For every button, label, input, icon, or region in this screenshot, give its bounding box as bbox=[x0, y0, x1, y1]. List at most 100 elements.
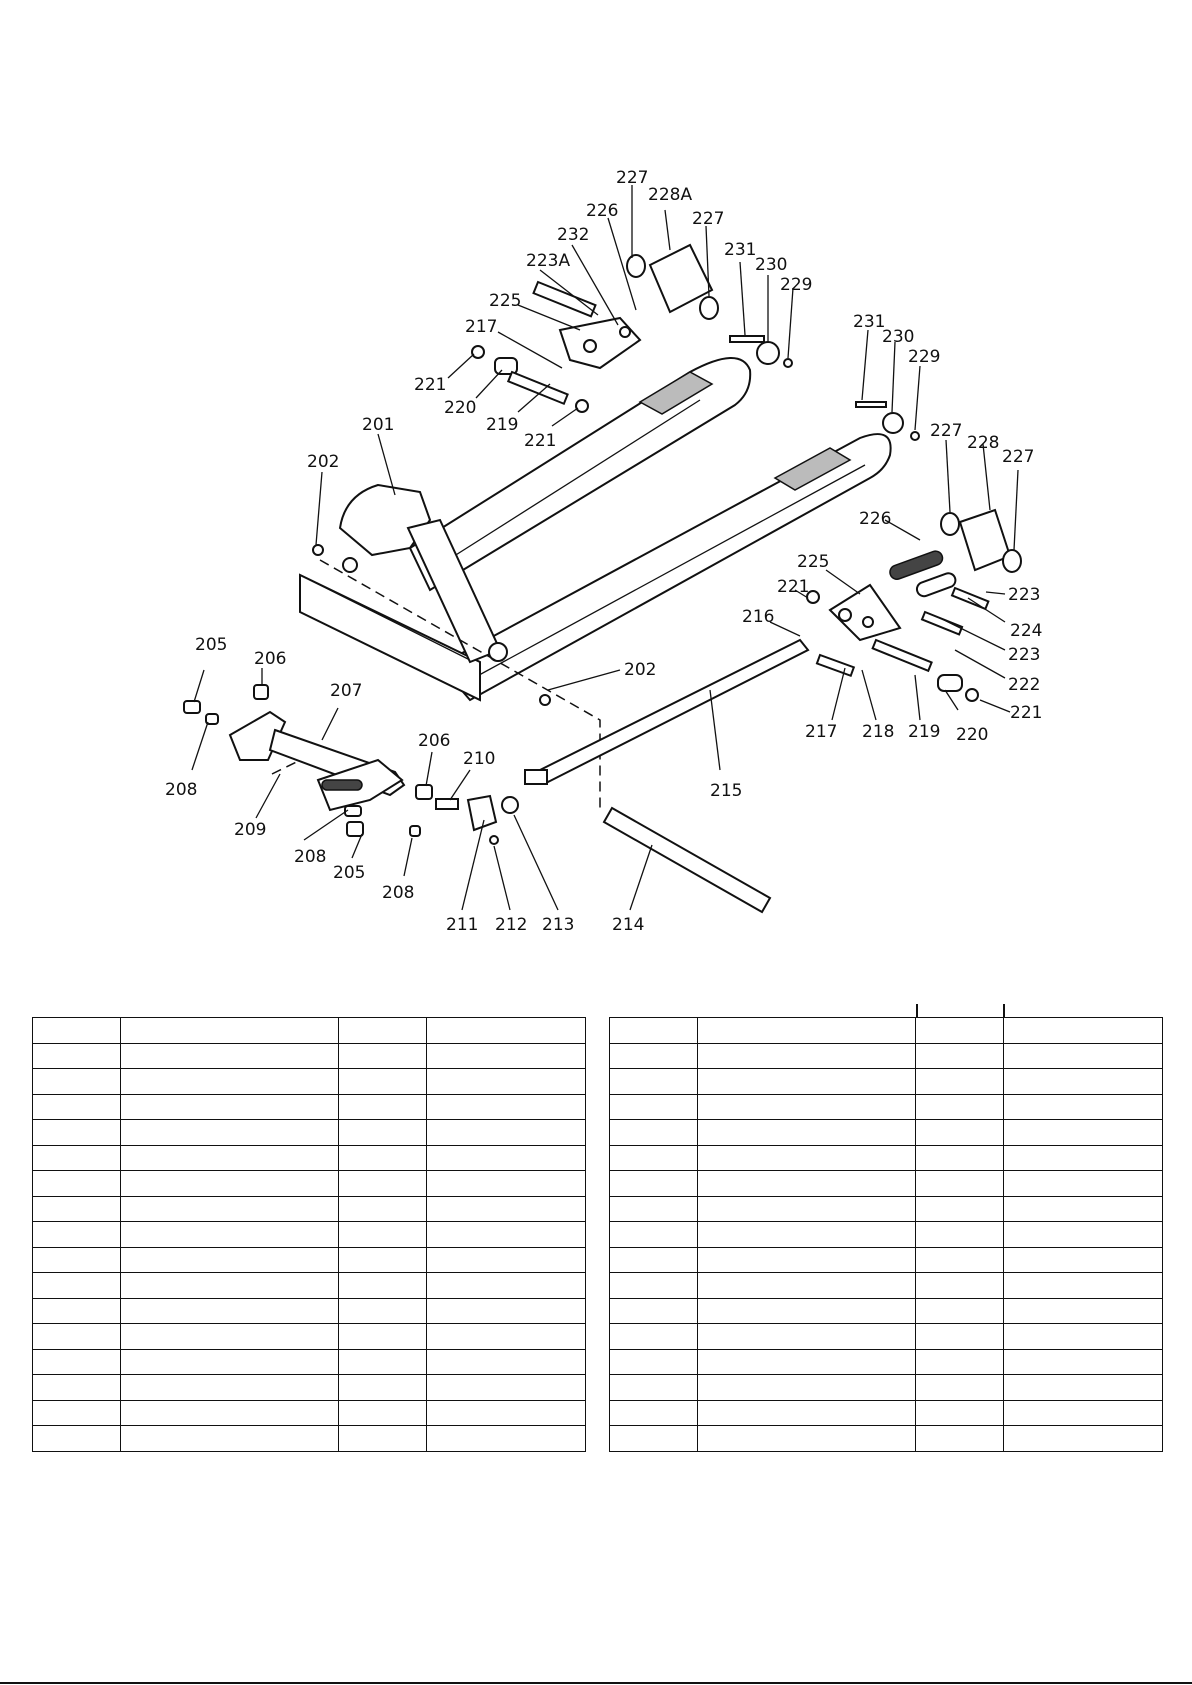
callout-226: 226 bbox=[586, 201, 618, 221]
callout-220: 220 bbox=[444, 398, 476, 418]
table-cell bbox=[119, 1399, 340, 1426]
callout-220: 220 bbox=[956, 725, 988, 745]
callout-205: 205 bbox=[195, 635, 227, 655]
callout-227: 227 bbox=[692, 209, 724, 229]
table-cell bbox=[609, 1399, 698, 1426]
table-cell bbox=[426, 1221, 586, 1248]
table-row bbox=[32, 1348, 586, 1375]
table-cell bbox=[696, 1144, 917, 1171]
table-cell bbox=[915, 1144, 1005, 1171]
table-cell bbox=[696, 1348, 917, 1375]
table-cell bbox=[1003, 1068, 1163, 1095]
table-cell bbox=[338, 1017, 428, 1044]
table-cell bbox=[119, 1272, 340, 1299]
callout-227: 227 bbox=[616, 168, 648, 188]
table-cell bbox=[1003, 1144, 1163, 1171]
table-row bbox=[609, 1093, 1163, 1120]
table-cell bbox=[32, 1246, 121, 1273]
table-row bbox=[609, 1144, 1163, 1171]
table-cell bbox=[1003, 1297, 1163, 1324]
table-cell bbox=[338, 1246, 428, 1273]
table-cell bbox=[609, 1297, 698, 1324]
table-cell bbox=[609, 1195, 698, 1222]
table-row bbox=[609, 1246, 1163, 1273]
table-cell bbox=[696, 1425, 917, 1452]
callout-225: 225 bbox=[797, 552, 829, 572]
callout-213: 213 bbox=[542, 915, 574, 935]
callout-217: 217 bbox=[465, 317, 497, 337]
table-cell bbox=[119, 1195, 340, 1222]
table-row bbox=[32, 1323, 586, 1350]
table-cell bbox=[696, 1093, 917, 1120]
table-cell bbox=[1003, 1195, 1163, 1222]
table-cell bbox=[426, 1323, 586, 1350]
table-cell bbox=[915, 1170, 1005, 1197]
table-cell bbox=[32, 1297, 121, 1324]
table-cell bbox=[609, 1119, 698, 1146]
table-cell bbox=[609, 1093, 698, 1120]
callout-222: 222 bbox=[1008, 675, 1040, 695]
table-cell bbox=[1003, 1323, 1163, 1350]
table-cell bbox=[609, 1068, 698, 1095]
table-cell bbox=[1003, 1119, 1163, 1146]
table-row bbox=[32, 1119, 586, 1146]
callout-210: 210 bbox=[463, 749, 495, 769]
table-cell bbox=[609, 1017, 698, 1044]
table-cell bbox=[338, 1323, 428, 1350]
table-cell bbox=[915, 1119, 1005, 1146]
table-cell bbox=[426, 1374, 586, 1401]
table-cell bbox=[426, 1425, 586, 1452]
table-row bbox=[32, 1425, 586, 1452]
parts-table-left bbox=[32, 1017, 586, 1452]
callout-221: 221 bbox=[777, 577, 809, 597]
table-cell bbox=[1003, 1093, 1163, 1120]
table-cell bbox=[32, 1374, 121, 1401]
table-cell bbox=[119, 1042, 340, 1069]
table-cell bbox=[426, 1170, 586, 1197]
table-cell bbox=[32, 1144, 121, 1171]
table-cell bbox=[696, 1323, 917, 1350]
table-cell bbox=[32, 1425, 121, 1452]
table-cell bbox=[915, 1195, 1005, 1222]
table-cell bbox=[338, 1272, 428, 1299]
table-cell bbox=[696, 1374, 917, 1401]
table-row bbox=[32, 1144, 586, 1171]
table-row bbox=[32, 1246, 586, 1273]
table-row bbox=[32, 1195, 586, 1222]
table-cell bbox=[119, 1246, 340, 1273]
table-cell bbox=[32, 1272, 121, 1299]
table-row bbox=[32, 1374, 586, 1401]
table-row bbox=[609, 1221, 1163, 1248]
table-cell bbox=[609, 1221, 698, 1248]
table-cell bbox=[119, 1170, 340, 1197]
table-row bbox=[32, 1093, 586, 1120]
table-cell bbox=[1003, 1374, 1163, 1401]
callout-206: 206 bbox=[254, 649, 286, 669]
callout-221: 221 bbox=[524, 431, 556, 451]
table-cell bbox=[32, 1323, 121, 1350]
table-cell bbox=[609, 1272, 698, 1299]
callout-labels: 227 228A 227 226 232 223A 231 230 229 22… bbox=[165, 168, 1042, 935]
callout-202: 202 bbox=[624, 660, 656, 680]
table-cell bbox=[609, 1170, 698, 1197]
table-cell bbox=[426, 1348, 586, 1375]
callout-224: 224 bbox=[1010, 621, 1042, 641]
table-cell bbox=[696, 1399, 917, 1426]
table-header-tick bbox=[1003, 1004, 1005, 1017]
table-cell bbox=[915, 1221, 1005, 1248]
table-row bbox=[609, 1195, 1163, 1222]
table-cell bbox=[1003, 1399, 1163, 1426]
callout-225: 225 bbox=[489, 291, 521, 311]
table-cell bbox=[426, 1272, 586, 1299]
table-row bbox=[609, 1399, 1163, 1426]
table-cell bbox=[1003, 1221, 1163, 1248]
table-cell bbox=[338, 1399, 428, 1426]
table-cell bbox=[915, 1297, 1005, 1324]
table-cell bbox=[915, 1348, 1005, 1375]
callout-229: 229 bbox=[908, 347, 940, 367]
table-cell bbox=[609, 1144, 698, 1171]
lower-left-lever-assembly bbox=[183, 684, 519, 845]
callout-205: 205 bbox=[333, 863, 365, 883]
table-cell bbox=[119, 1017, 340, 1044]
callout-215: 215 bbox=[710, 781, 742, 801]
